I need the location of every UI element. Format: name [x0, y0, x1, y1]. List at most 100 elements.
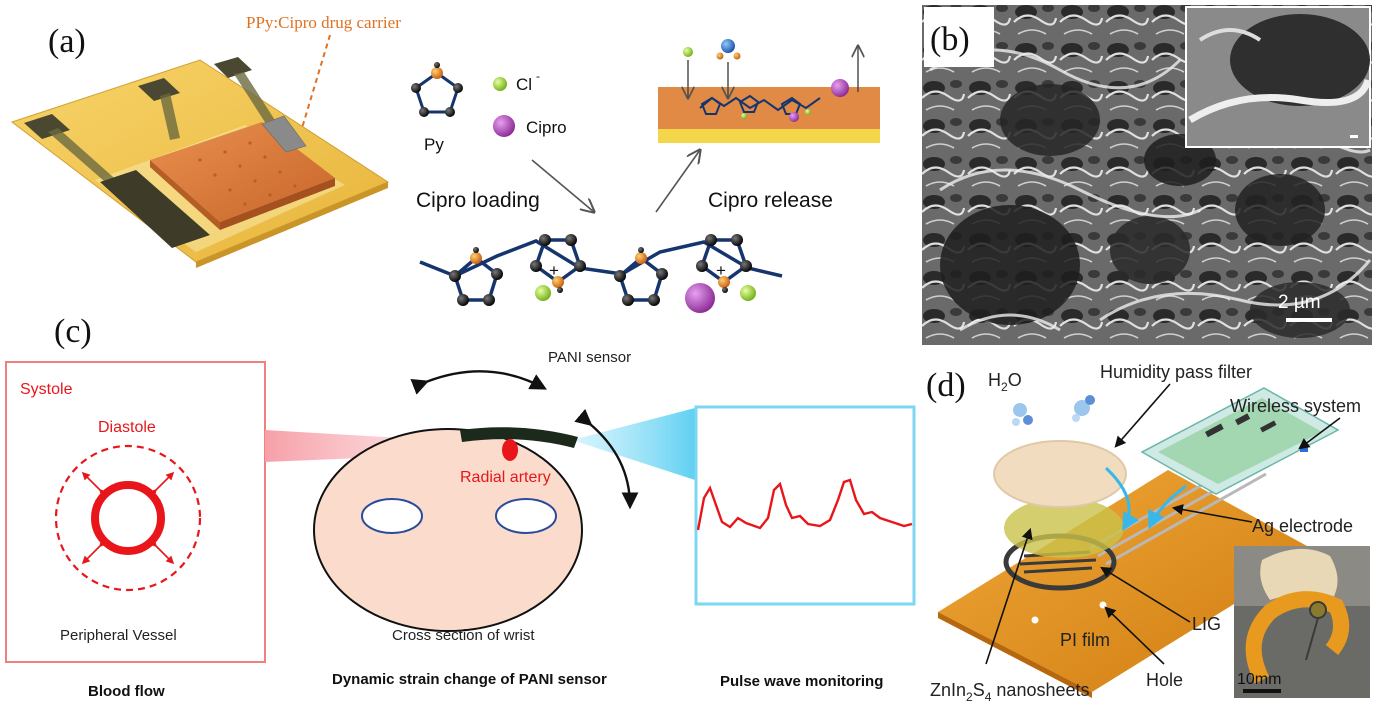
expansion-arrows [81, 471, 175, 565]
pi-film-label: PI film [1060, 630, 1110, 650]
reference-electrode [261, 115, 307, 153]
incoming-ion [721, 39, 735, 53]
flow-arrow [1104, 466, 1139, 532]
systole-label: Systole [20, 381, 73, 398]
release-arrow [655, 150, 700, 213]
loading-arrow [531, 159, 594, 212]
cipro-label: Cipro [526, 118, 567, 137]
dynamic-strain-label: Dynamic strain change of PANI sensor [332, 671, 607, 688]
radial-artery [502, 439, 518, 461]
wrist-cross-section [313, 428, 583, 632]
blood-flow-box [5, 361, 266, 663]
inset-scalebar [1350, 135, 1358, 138]
panel-b-label-bg [924, 7, 994, 67]
cl-ion-icon [493, 77, 507, 91]
cl-label: Cl [516, 75, 532, 94]
trace [234, 72, 280, 130]
systole-outline [54, 444, 202, 592]
bone-radius [361, 498, 423, 534]
flexible-device [1245, 591, 1350, 684]
flow-arrow [1148, 484, 1187, 530]
sem-inset-fiber [1188, 78, 1372, 124]
hole [1031, 616, 1039, 624]
incoming-ion [716, 52, 724, 60]
sem-scalebar-label: 2 µm [1278, 292, 1321, 313]
ppy-pad-edge [220, 178, 335, 230]
water-label: H2O [988, 370, 1022, 394]
humidity-filter [993, 440, 1127, 508]
film-cl [741, 113, 747, 119]
hole [1099, 601, 1107, 609]
nanosheet-layer [1004, 498, 1124, 558]
humidity-filter-label: Humidity pass filter [1100, 362, 1252, 382]
pulse-waveform [696, 478, 913, 531]
water-molecule-icon [1072, 395, 1095, 422]
incoming-cl [683, 47, 693, 57]
device-substrate-edge [196, 182, 388, 268]
gloved-finger [1260, 548, 1338, 600]
callout-pointers [985, 383, 1341, 665]
strain-arrow-side [574, 408, 639, 510]
bone-ulna [495, 498, 557, 534]
cipro-release-label: Cipro release [708, 189, 833, 212]
incoming-ion [733, 52, 741, 60]
wireless-label: Wireless system [1230, 396, 1361, 416]
hole-label: Hole [1146, 670, 1183, 690]
panel-d: (d) H2O [920, 350, 1374, 704]
sem-pores [940, 84, 1350, 338]
cipro-loading-label: Cipro loading [416, 189, 540, 212]
sem-scalebar [1286, 318, 1332, 322]
peripheral-vessel-label: Peripheral Vessel [60, 627, 177, 644]
ag-electrode-label: Ag electrode [1252, 516, 1353, 536]
photo-scalebar [1243, 689, 1281, 693]
device-photo: 10mm [1234, 546, 1370, 698]
wireless-board [1140, 387, 1340, 495]
film-cipro [789, 112, 799, 122]
callout-line [295, 34, 331, 149]
film-chain [699, 94, 821, 115]
ppy-pad-edge [150, 160, 220, 230]
panel-b: (b) 2 µm [922, 5, 1372, 345]
panel-c: (c) Systole Diastole Peripheral Vessel B… [5, 313, 916, 700]
lig-label: LIG [1192, 614, 1221, 634]
released-cipro [831, 79, 849, 97]
pi-film-edge [938, 612, 1092, 698]
panel-b-label: (b) [930, 21, 970, 58]
pani-sensor [460, 427, 578, 448]
sem-inset-pore [1230, 14, 1370, 106]
panel-d-label: (d) [926, 367, 966, 404]
film-substrate [658, 129, 880, 143]
ppy-polymer-chain: + + [419, 234, 783, 313]
blood-flow-label: Blood flow [88, 683, 165, 700]
pani-sensor-label: PANI sensor [548, 349, 631, 366]
charge-sign: + [549, 261, 559, 280]
panel-c-label: (c) [54, 313, 92, 350]
trace [160, 93, 180, 140]
drug-carrier-callout: PPy:Cipro drug carrier [246, 13, 401, 32]
photo-scalebar-label: 10mm [1237, 671, 1281, 688]
sem-inset-fiber [1198, 28, 1262, 42]
panel-a-label: (a) [48, 23, 86, 60]
trace [48, 128, 130, 195]
strain-arrow-top [410, 370, 547, 395]
pulse-wave-box [694, 405, 916, 606]
pulse-wave-label: Pulse wave monitoring [720, 673, 883, 690]
counter-electrode [100, 170, 210, 248]
radial-artery-label: Radial artery [460, 469, 551, 486]
film-cl [805, 109, 811, 115]
nanosheets-label: ZnIn2S4 nanosheets [930, 680, 1090, 704]
pi-film [938, 470, 1318, 692]
ppy-pad-dots [198, 141, 297, 206]
water-molecule-icon [1012, 403, 1033, 426]
zoom-beam-right [572, 408, 695, 480]
cipro-icon [493, 115, 515, 137]
py-label: Py [424, 135, 444, 154]
cross-section-label: Cross section of wrist [392, 627, 535, 644]
panel-a: (a) PPy:Cipro drug carrier [10, 13, 880, 313]
diastole-label: Diastole [98, 419, 156, 436]
vessel-wall [91, 481, 165, 555]
pyrrole-monomer [411, 62, 463, 117]
charge-sign: + [716, 261, 726, 280]
